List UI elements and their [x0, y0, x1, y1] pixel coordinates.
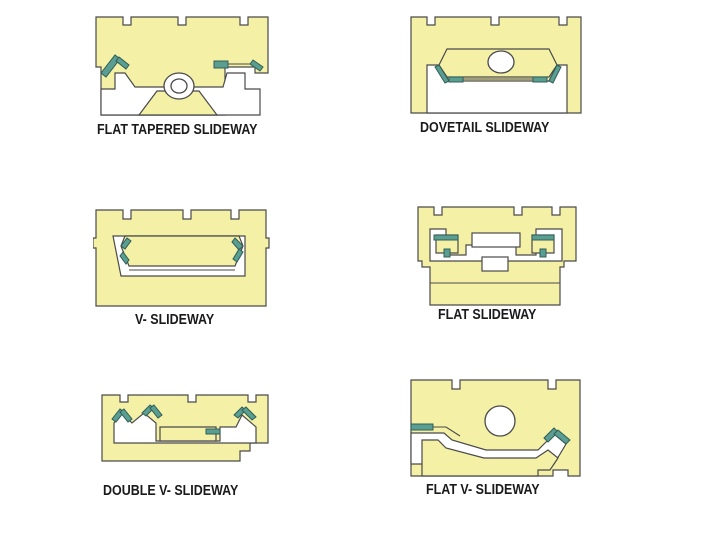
- flat-tapered-slideway-diagram: [95, 16, 269, 116]
- caption-dovetail-slideway: DOVETAIL SLIDEWAY: [420, 120, 550, 136]
- double-v-slideway-diagram: [101, 394, 269, 462]
- caption-flat-tapered-slideway: FLAT TAPERED SLIDEWAY: [97, 122, 258, 138]
- caption-flat-v-slideway: FLAT V- SLIDEWAY: [426, 482, 540, 498]
- flat-v-slideway-diagram: [410, 379, 581, 477]
- caption-v-slideway: V- SLIDEWAY: [135, 312, 215, 328]
- flat-slideway-diagram: [417, 206, 577, 306]
- dovetail-slideway-diagram: [410, 16, 582, 114]
- caption-flat-slideway: FLAT SLIDEWAY: [438, 307, 537, 323]
- caption-double-v-slideway: DOUBLE V- SLIDEWAY: [103, 483, 239, 499]
- v-slideway-diagram: [93, 209, 270, 307]
